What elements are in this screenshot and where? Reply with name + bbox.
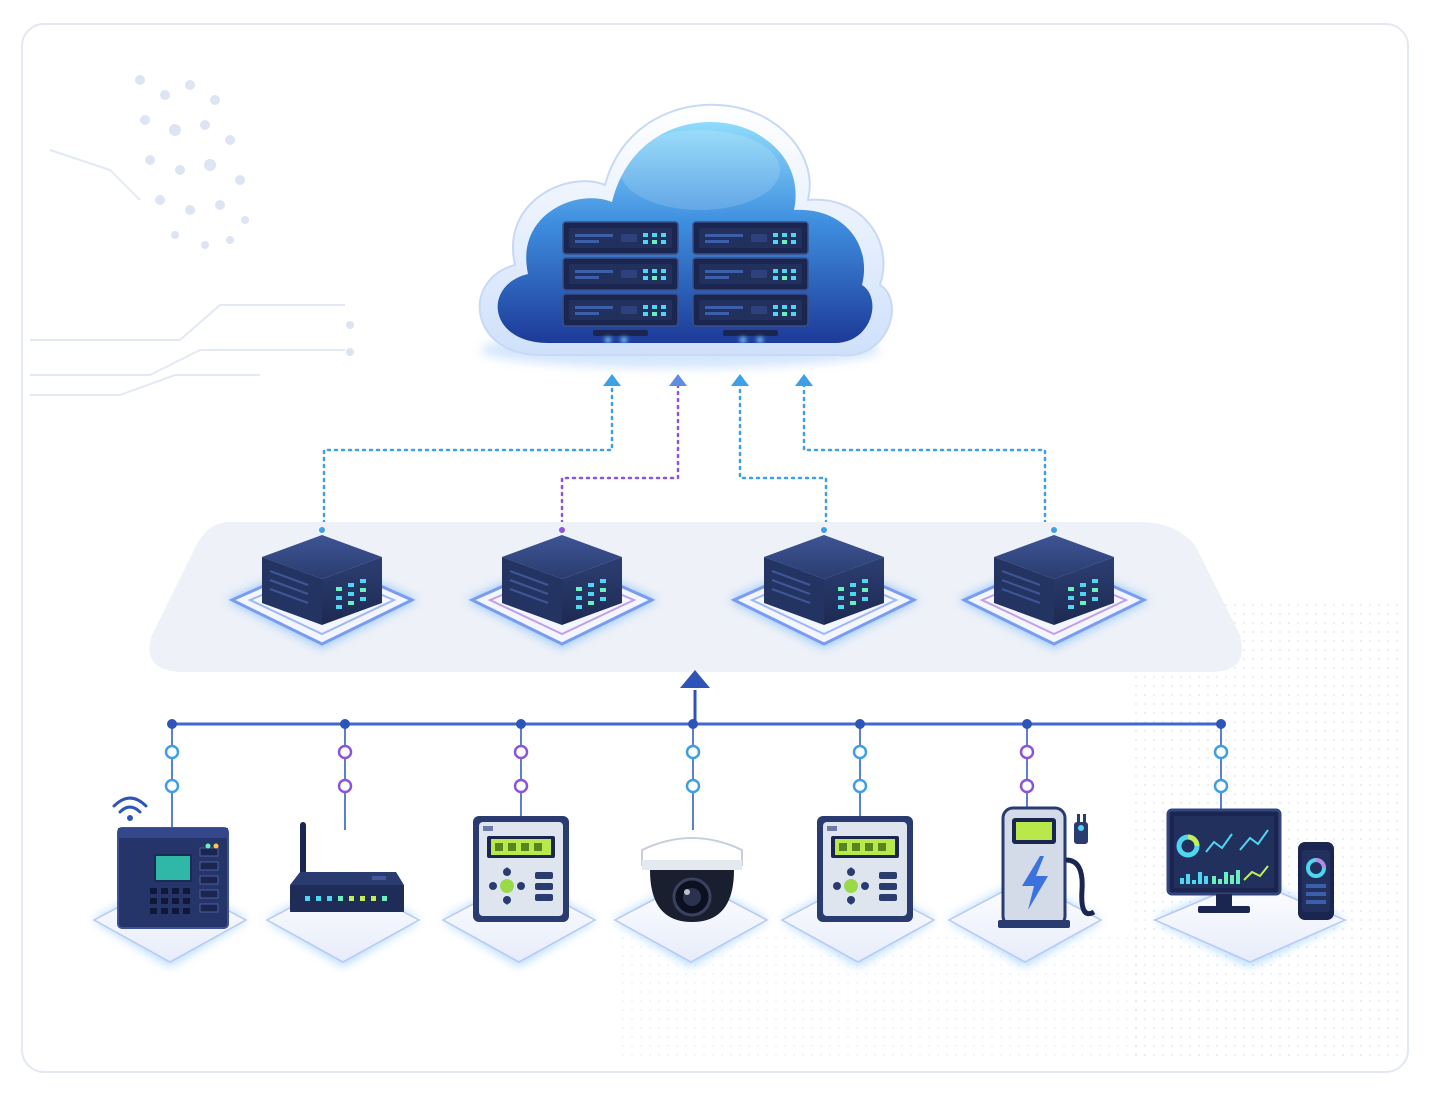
device-link-1 bbox=[164, 719, 180, 830]
device-link-4 bbox=[685, 719, 701, 830]
edge-gateway-2 bbox=[467, 527, 657, 648]
server-rack bbox=[562, 221, 679, 336]
cloud-server bbox=[478, 103, 893, 368]
monitoring-dashboard-icon bbox=[1166, 808, 1334, 920]
device-link-3 bbox=[513, 719, 529, 830]
uplink-arrow-icon bbox=[795, 374, 813, 386]
edge-gateways bbox=[227, 527, 1149, 648]
edge-platform bbox=[149, 522, 1243, 672]
uplink-arrow-icon bbox=[669, 374, 687, 386]
edge-gateway-1 bbox=[227, 527, 417, 648]
device-bus bbox=[164, 670, 1229, 830]
device-link-7 bbox=[1213, 719, 1229, 830]
uplink-gateway-1 bbox=[322, 380, 614, 532]
uplink-gateway-2 bbox=[560, 380, 680, 532]
plc-controller-icon bbox=[117, 827, 229, 929]
ev-charger-icon bbox=[998, 806, 1096, 928]
uplink-connections bbox=[322, 374, 1047, 532]
uplink-arrow-icon bbox=[731, 374, 749, 386]
uplink-arrow-icon bbox=[603, 374, 621, 386]
edge-gateway-4 bbox=[959, 527, 1149, 648]
field-devices bbox=[92, 796, 1347, 966]
device-link-5 bbox=[852, 719, 868, 830]
power-meter-icon bbox=[817, 816, 913, 922]
power-meter-icon bbox=[473, 816, 569, 922]
edge-gateway-3 bbox=[729, 527, 919, 648]
server-rack bbox=[692, 221, 809, 336]
wifi-icon bbox=[112, 796, 148, 821]
bus-arrow-icon bbox=[680, 670, 710, 688]
dome-camera-icon bbox=[641, 837, 743, 922]
wireless-router-icon bbox=[290, 822, 404, 912]
device-link-2 bbox=[337, 719, 353, 830]
